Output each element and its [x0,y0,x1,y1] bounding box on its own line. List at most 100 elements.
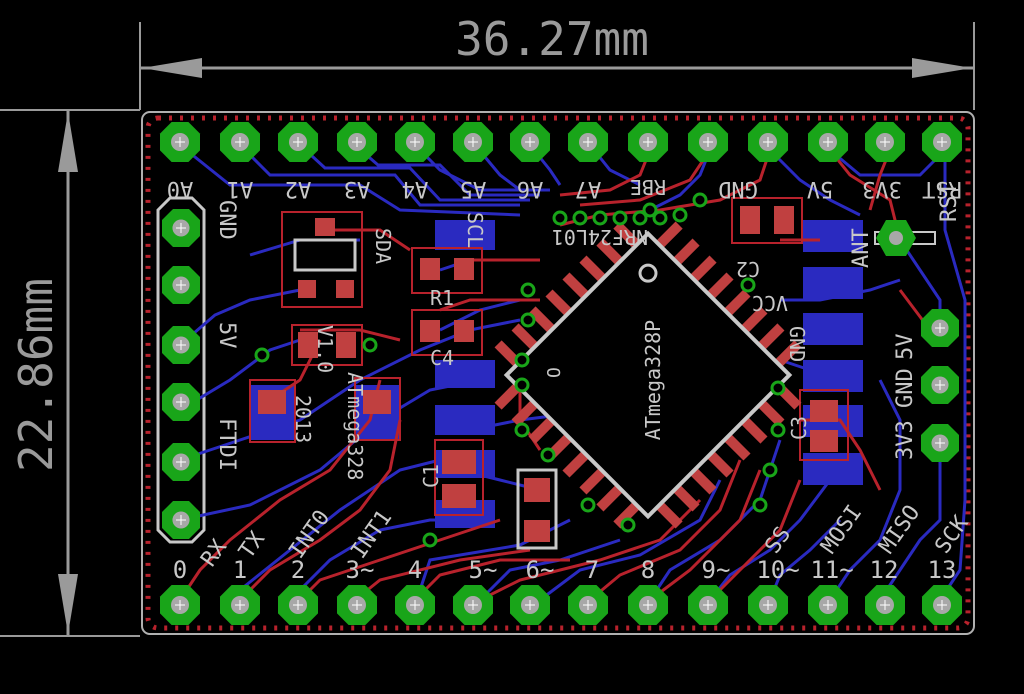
top-header-pad [337,122,377,162]
via [580,497,596,513]
smd-components [249,197,936,550]
via [552,210,568,226]
height-label: 22.86mm [9,278,63,472]
label-mcu-mirror: ATmega328 [343,372,367,480]
chip-label: ATmega328P [641,320,665,440]
top-header-pad [748,122,788,162]
bottom-header-pad [337,585,377,625]
bottom-label-8: 8 [641,556,655,584]
label-gnd-mirror: GND [785,326,809,362]
vias [254,192,786,548]
top-label-a7: A7 [575,176,602,201]
chip-pin [511,398,540,427]
bottom-pad [435,405,495,435]
top-header-pad [453,122,493,162]
bottom-label-7: 7 [585,556,599,584]
top-header-pad [688,122,728,162]
chip-pin [579,255,608,284]
via [740,277,756,293]
top-header-pad [865,122,905,162]
ftdi-header-outline [156,196,206,544]
bottom-label-2: 2 [291,556,305,584]
bottom-label-13: 13 [928,556,957,584]
left-label-5v: 5V [214,322,239,349]
via [612,210,628,226]
mcu-chip: ATmega328P O [494,221,802,529]
bottom-header-pad [510,585,550,625]
bottom-header-pad [220,585,260,625]
left-label-ftdi: FTDI [214,418,239,471]
bottom-header-pad [278,585,318,625]
bottom-label-9: 9~ [702,556,731,584]
label-nrf: NRF24L01 [552,225,648,249]
chip-pin [579,466,608,495]
via [762,462,778,478]
right-label-3v3: 3V3 [893,420,918,460]
via [652,210,668,226]
label-vcc: VCC [752,291,788,315]
top-label-a2: A2 [285,176,312,201]
top-header-pad [808,122,848,162]
label-c3: C3 [787,416,811,440]
label-c1: C1 [419,464,443,488]
via [254,347,270,363]
bottom-label-4: 4 [408,556,422,584]
via [642,202,658,218]
via [520,282,536,298]
top-label-rbe: RBE [630,175,666,199]
label-version: V1.0 [313,325,337,373]
radio-header-pad [921,424,959,462]
through-hole-pads [160,122,962,625]
chip-pin [613,500,642,529]
bottom-pad [803,267,863,299]
bottom-label-12: 12 [870,556,899,584]
top-label-a5: A5 [460,176,487,201]
radio-header-pad [921,366,959,404]
via [514,377,530,393]
chip-pin [528,415,557,444]
via [514,352,530,368]
bottom-header-pad [160,585,200,625]
top-label-rst: RST [922,176,962,201]
left-label-gnd: GND [214,200,239,240]
ftdi-header-pad [162,326,200,364]
chip-pin [596,483,625,512]
chip-pin [688,466,717,495]
via [752,497,768,513]
right-label-gnd: GND [893,368,918,408]
chip-pin [739,306,768,335]
via [520,312,536,328]
label-c2: C2 [736,257,760,281]
top-header-pad [220,122,260,162]
chip-pin [613,221,642,250]
via [620,517,636,533]
dimension-height: 22.86mm [0,109,140,637]
pin1-marker [638,263,658,283]
via [592,210,608,226]
right-label-rst: RST [937,182,962,222]
bottom-label-6: 6~ [526,556,555,584]
bottom-pad [803,313,863,345]
top-label-a0: A0 [167,176,194,201]
via [540,447,556,463]
top-label-a4: A4 [402,176,429,201]
via [422,532,438,548]
bottom-label-0: 0 [173,556,187,584]
chip-pin [671,483,700,512]
ftdi-header-pad [162,501,200,539]
right-label-5v: 5V [893,334,918,361]
via [672,207,688,223]
top-label-gnd: GND [718,176,758,201]
bottom-header-pad [395,585,435,625]
chip-pin [705,449,734,478]
top-header-pad [568,122,608,162]
bottom-header-pad [628,585,668,625]
top-header-pad [395,122,435,162]
bottom-pad [435,220,495,250]
chip-pin [528,306,557,335]
top-label-a6: A6 [517,176,544,201]
chip-pin [671,238,700,267]
bottom-label-3: 3~ [346,556,375,584]
